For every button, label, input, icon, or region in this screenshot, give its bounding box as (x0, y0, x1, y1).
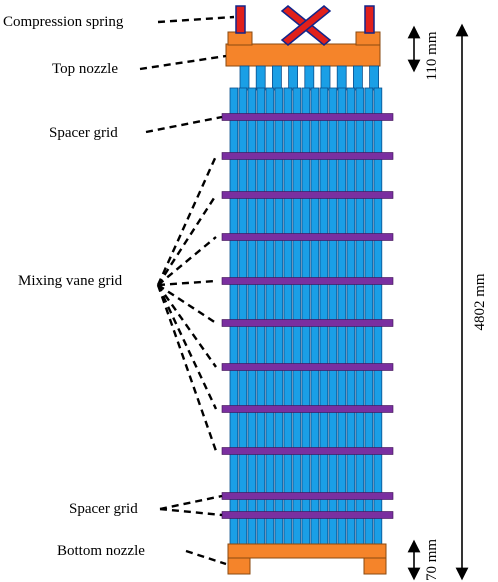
fuel-rod-bundle (229, 87, 383, 545)
rod-stub (369, 65, 380, 91)
top-nozzle-pad-left (227, 31, 253, 46)
label-mixing-vane-grid: Mixing vane grid (18, 273, 123, 289)
mixing-vane-grid (221, 363, 394, 371)
leader-spacer-grid-bottom-2 (159, 507, 223, 517)
label-bottom-nozzle: Bottom nozzle (57, 543, 145, 559)
label-spacer-grid-top: Spacer grid (49, 125, 118, 141)
label-spacer-grid-bottom: Spacer grid (69, 501, 138, 517)
bottom-nozzle-leg-left (227, 557, 251, 575)
rod-stub (255, 65, 266, 91)
leader-mixing-1 (156, 155, 218, 286)
bottom-nozzle (227, 543, 387, 575)
rod-stub (239, 65, 250, 91)
rod-stubs (239, 65, 380, 91)
rod-stub (304, 65, 315, 91)
mixing-vane-grid (221, 405, 394, 413)
spacer-grid (221, 511, 394, 519)
leader-mixing-2 (156, 194, 218, 286)
leader-mixing-5 (157, 283, 217, 325)
cross-bar-2 (280, 5, 332, 46)
mixing-vane-grid (221, 277, 394, 285)
spacer-grid (221, 113, 394, 121)
leader-spacer-grid-top (145, 115, 223, 134)
rod-stub (336, 65, 347, 91)
compression-spring-right (364, 5, 375, 34)
mixing-vane-grid (221, 319, 394, 327)
leader-spacer-grid-bottom-1 (159, 494, 223, 511)
cross-symbol (280, 5, 332, 46)
rod-stub (271, 65, 282, 91)
leader-bottom-nozzle (185, 549, 227, 566)
label-top-nozzle: Top nozzle (52, 61, 118, 77)
leader-mixing-4 (157, 279, 217, 287)
rod-stub (288, 65, 299, 91)
grid-set (221, 113, 394, 519)
dim-label-top-nozzle: 110 mm (424, 31, 440, 80)
leader-top-nozzle (139, 54, 227, 71)
leader-mixing-3 (157, 236, 217, 286)
leader-mixing-8 (156, 284, 218, 452)
bottom-nozzle-leg-right (363, 557, 387, 575)
bottom-nozzle-plate (227, 543, 387, 559)
leader-compression-spring (157, 15, 235, 24)
label-compression-spring: Compression spring (3, 14, 124, 30)
leader-mixing-6 (157, 284, 217, 368)
rod-stub (352, 65, 363, 91)
leader-mixing-7 (156, 284, 218, 410)
mixing-vane-grid (221, 191, 394, 199)
compression-spring-left (235, 5, 246, 34)
spacer-grid (221, 492, 394, 500)
dim-label-total-length: 4802 mm (472, 273, 488, 330)
dim-label-bottom-nozzle: 70 mm (424, 539, 440, 581)
mixing-vane-grid (221, 447, 394, 455)
top-nozzle-pad-right (355, 31, 381, 46)
top-nozzle-plate (225, 43, 381, 67)
mixing-vane-grid (221, 233, 394, 241)
leader-lines (139, 15, 235, 566)
top-nozzle (225, 31, 381, 67)
rod-stub (320, 65, 331, 91)
mixing-vane-grid (221, 152, 394, 160)
